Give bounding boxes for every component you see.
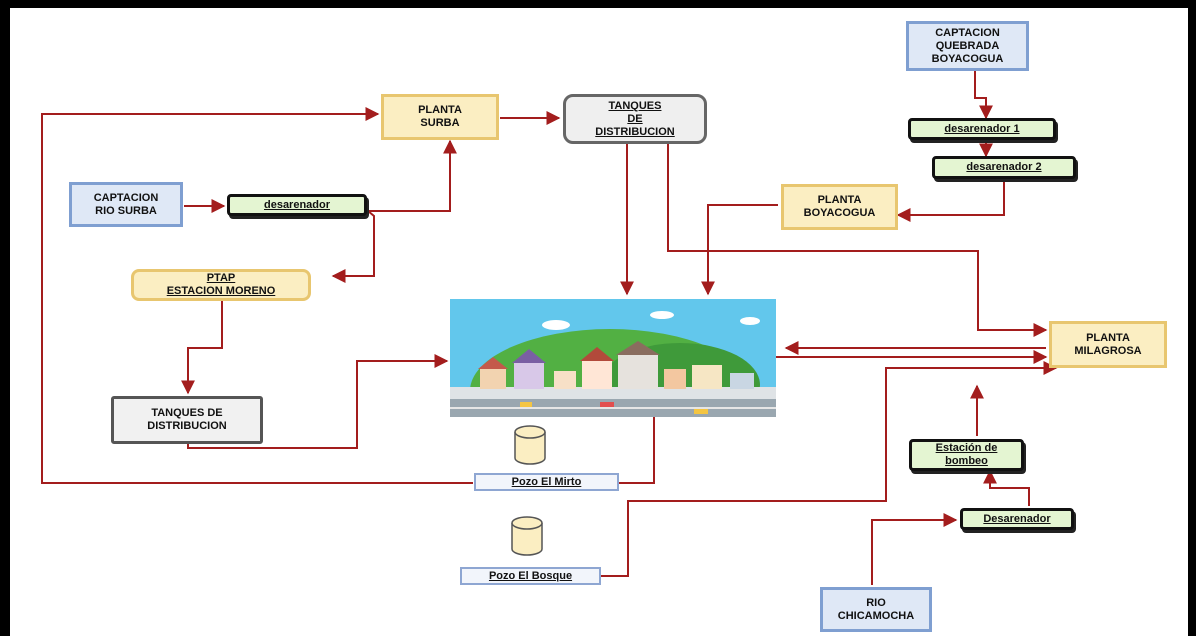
planta-surba: PLANTA SURBA [381,94,499,140]
diagram-canvas: CAPTACION QUEBRADA BOYACOGUA desarenador… [10,8,1188,636]
arrow-boyacogua-to-city [701,204,778,296]
rio-chicamocha: RIO CHICAMOCHA [820,587,932,632]
arrow-des2-to-boyacogua [896,180,1005,222]
pozo-el-mirto: Pozo El Mirto [474,473,619,491]
ptap-estacion-moreno: PTAP ESTACION MORENO [131,269,311,301]
arrow-desarenador-to-ptap [331,210,375,283]
cylinder-well-icon [510,516,544,556]
arrow-tanques-to-milagrosa [667,141,1048,337]
planta-milagrosa: PLANTA MILAGROSA [1049,321,1167,368]
pozo-el-bosque: Pozo El Bosque [460,567,601,585]
desarenador-2: desarenador 2 [932,156,1076,179]
arrow-desarenador-to-bombeo [983,469,1030,506]
arrow-mirto-to-surba [41,107,473,484]
captacion-quebrada-boyacogua: CAPTACION QUEBRADA BOYACOGUA [906,21,1029,71]
arrow-ptap-to-tanques [181,301,223,395]
city-illustration [450,299,776,453]
captacion-rio-surba: CAPTACION RIO SURBA [69,182,183,227]
tanques-distribucion-top: TANQUES DE DISTRIBUCION [563,94,707,144]
desarenador-1: desarenador 1 [908,118,1056,140]
planta-boyacogua: PLANTA BOYACOGUA [781,184,898,230]
arrow-quebrada-to-des1 [974,69,993,120]
tanques-distribucion-left: TANQUES DE DISTRIBUCION [111,396,263,444]
desarenador-surba: desarenador [227,194,367,216]
desarenador-chicamocha: Desarenador [960,508,1074,530]
arrow-chicamocha-to-desarenador [871,513,958,585]
estacion-de-bombeo: Estación de bombeo [909,439,1024,471]
arrow-desarenador-to-surba [368,139,457,212]
arrow-mirto-to-milagrosa [619,350,1048,484]
cylinder-well-icon [513,425,547,465]
arrow-bosque-to-milagrosa [601,361,1058,577]
